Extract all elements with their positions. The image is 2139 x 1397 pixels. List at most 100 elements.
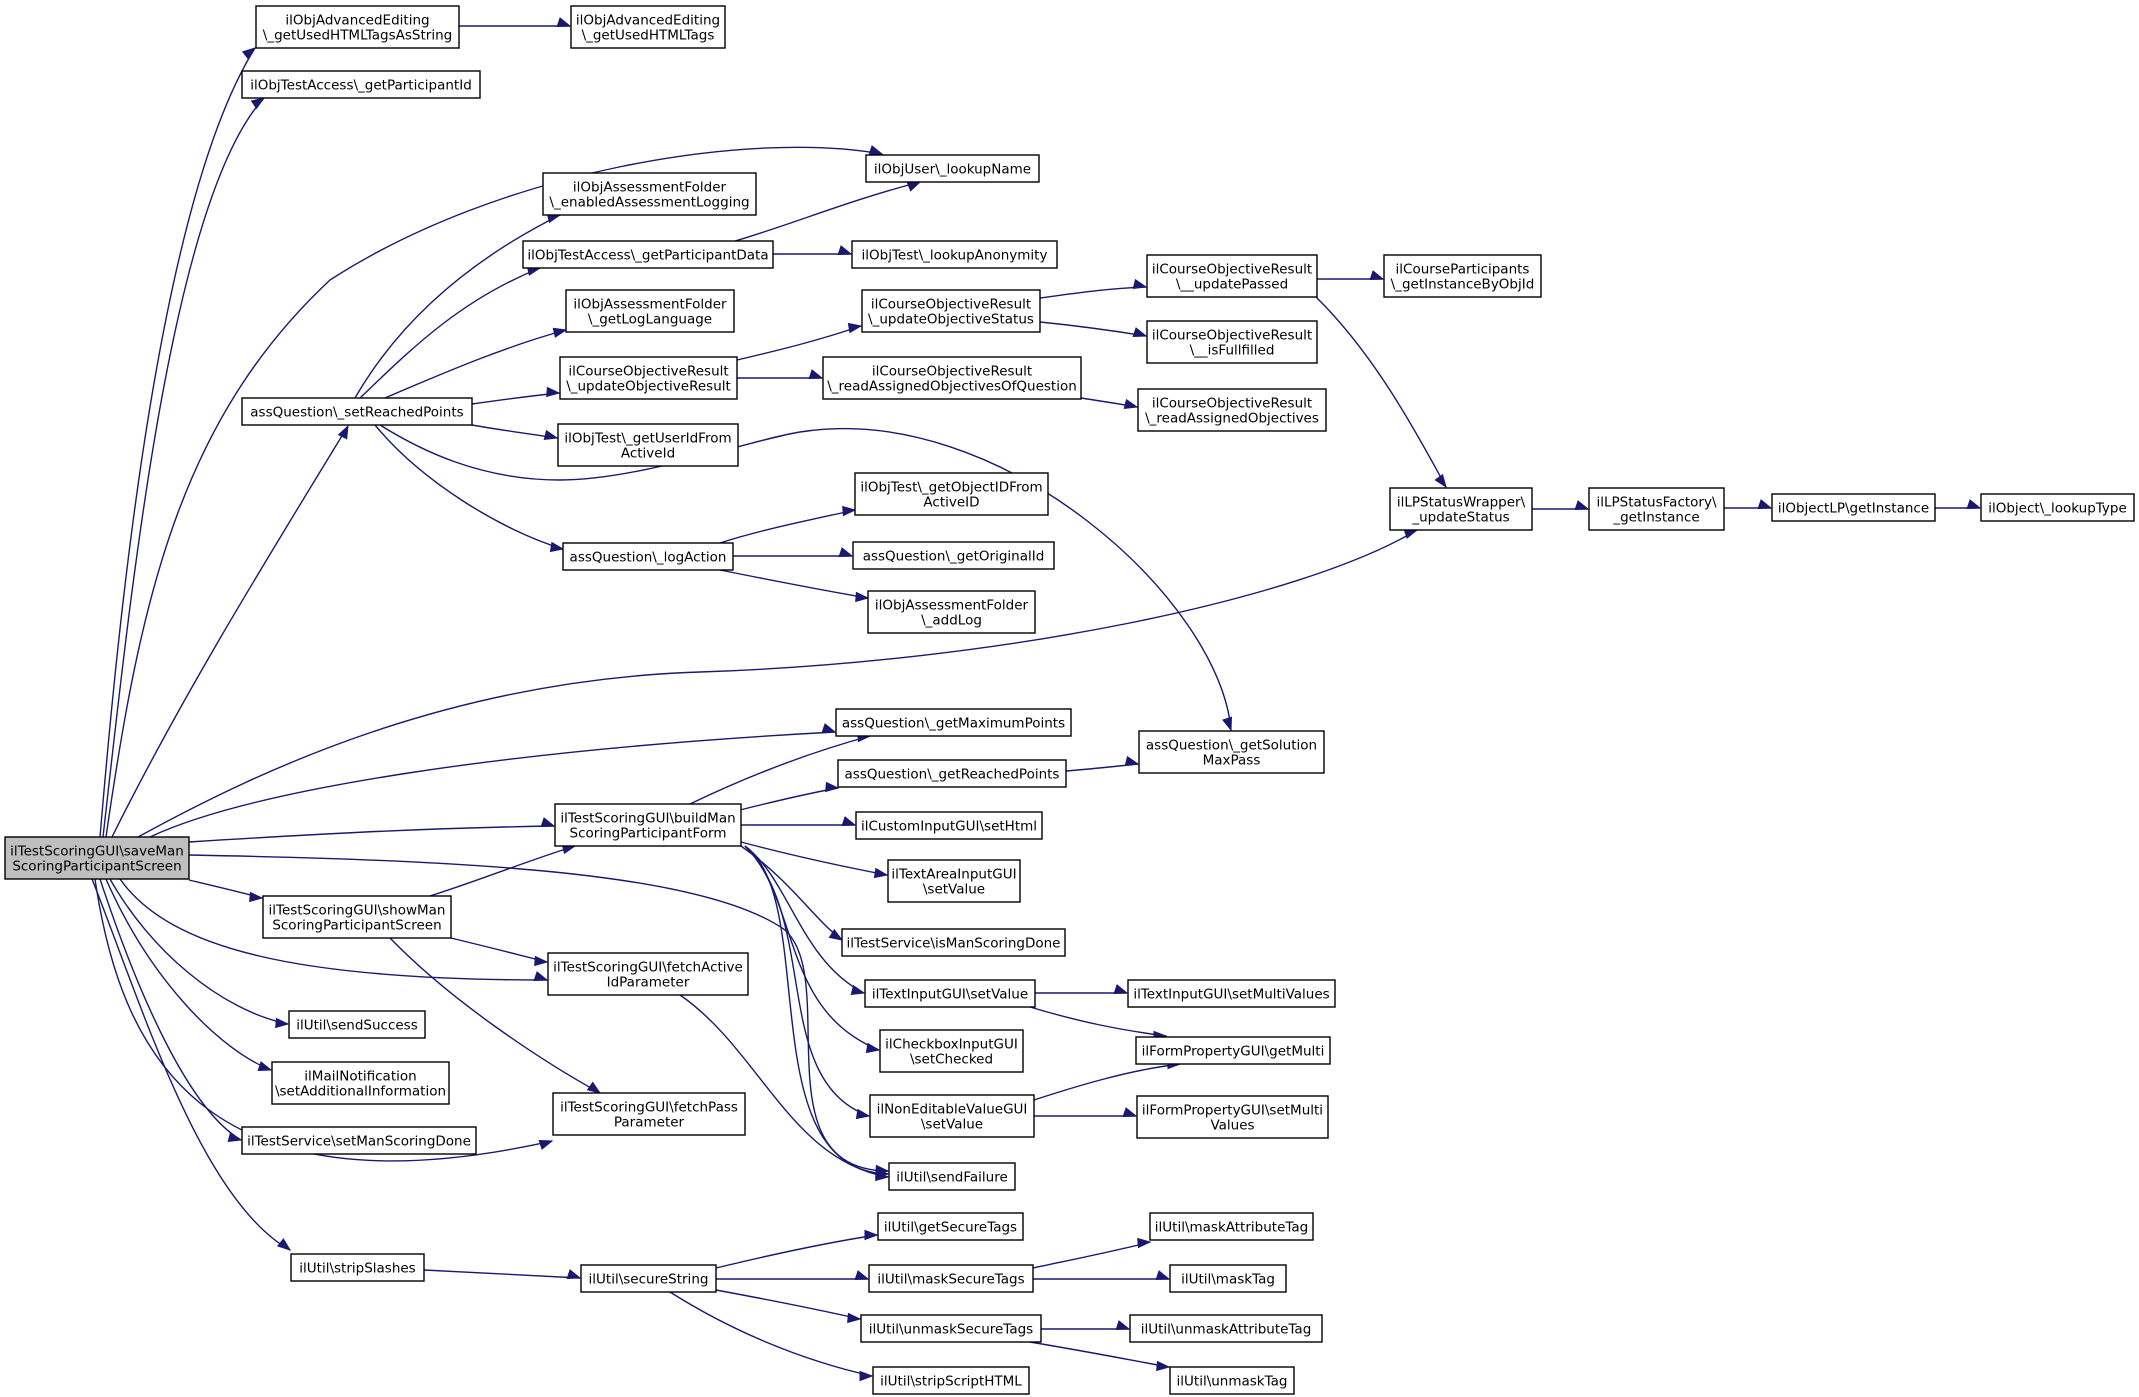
node-box xyxy=(852,541,1055,570)
node-lookup-anon[interactable]: ilObjTest\_lookupAnonymity xyxy=(851,240,1058,269)
node-lookup-name[interactable]: ilObjUser\_lookupName xyxy=(865,154,1040,183)
arrowhead xyxy=(337,424,349,440)
node-label: ilCourseObjectiveResult xyxy=(1152,396,1312,412)
node-label: ilTestScoringGUI\showMan xyxy=(268,903,445,919)
node-label: \setValue xyxy=(921,1117,983,1133)
edge-secure-string-to-secure-tags xyxy=(715,1229,879,1269)
node-label: \_getLogLanguage xyxy=(588,312,712,328)
edges xyxy=(91,17,1982,1382)
node-mask-attr[interactable]: ilUtil\maskAttributeTag xyxy=(1149,1212,1314,1241)
node-label: ilCourseObjectiveResult xyxy=(871,297,1031,313)
edge-cor-read-q-to-cor-read xyxy=(1080,397,1139,410)
node-is-done[interactable]: ilTestService\isManScoringDone xyxy=(841,928,1066,957)
node-noneditable[interactable]: ilNonEditableValueGUI\setValue xyxy=(869,1094,1035,1138)
arrowhead xyxy=(1757,499,1773,510)
node-show-screen[interactable]: ilTestScoringGUI\showManScoringParticipa… xyxy=(262,895,452,939)
node-label: ilCourseObjectiveResult xyxy=(1152,262,1312,278)
edge-part-data-to-lookup-anon xyxy=(773,245,853,256)
node-form-getmulti[interactable]: ilFormPropertyGUI\getMulti xyxy=(1135,1036,1331,1065)
arrowhead xyxy=(1369,270,1385,281)
node-log-action[interactable]: assQuestion\_logAction xyxy=(562,542,734,571)
node-label: \_updateObjectiveStatus xyxy=(868,312,1034,328)
node-label: \_readAssignedObjectives xyxy=(1145,411,1319,427)
edge-root-to-lp-wrapper xyxy=(137,528,1419,838)
node-unmask-secure[interactable]: ilUtil\unmaskSecureTags xyxy=(860,1314,1042,1343)
node-label: _updateStatus xyxy=(1411,510,1509,526)
node-box xyxy=(1146,254,1318,298)
node-max-points[interactable]: assQuestion\_getMaximumPoints xyxy=(835,708,1072,737)
nodes: ilTestScoringGUI\saveManScoringParticipa… xyxy=(4,5,2135,1395)
node-label: ilFormPropertyGUI\setMulti xyxy=(1142,1103,1323,1119)
node-build-form[interactable]: ilTestScoringGUI\buildManScoringParticip… xyxy=(554,803,742,847)
arrowhead xyxy=(556,17,572,28)
node-root[interactable]: ilTestScoringGUI\saveManScoringParticipa… xyxy=(4,836,190,880)
node-box xyxy=(854,472,1049,516)
node-form-setmulti[interactable]: ilFormPropertyGUI\setMultiValues xyxy=(1136,1095,1329,1139)
node-label: \_getUsedHTMLTags xyxy=(582,28,715,44)
node-send-success[interactable]: ilUtil\sendSuccess xyxy=(288,1010,426,1039)
node-assess-log[interactable]: ilObjAssessmentFolder\_enabledAssessment… xyxy=(542,172,757,216)
node-text-multi[interactable]: ilTextInputGUI\setMultiValues xyxy=(1127,979,1336,1008)
edge-root-to-set-reached xyxy=(111,424,349,838)
node-send-failure[interactable]: ilUtil\sendFailure xyxy=(888,1162,1016,1191)
edge-lp-wrapper-to-lp-factory xyxy=(1532,500,1590,511)
node-checkbox[interactable]: ilCheckboxInputGUI\setChecked xyxy=(879,1029,1024,1073)
node-secure-tags[interactable]: ilUtil\getSecureTags xyxy=(877,1212,1024,1241)
node-part-id[interactable]: ilObjTestAccess\_getParticipantId xyxy=(241,70,481,99)
node-adv[interactable]: ilObjAdvancedEditing\_getUsedHTMLTags xyxy=(570,5,726,49)
node-unmask-tag[interactable]: ilUtil\unmaskTag xyxy=(1169,1366,1295,1395)
node-label: \setAdditionalInformation xyxy=(275,1084,446,1100)
node-cor-upd-status[interactable]: ilCourseObjectiveResult\_updateObjective… xyxy=(861,289,1041,333)
node-label: ilUtil\stripScriptHTML xyxy=(880,1374,1022,1390)
node-box xyxy=(851,240,1058,269)
node-cor-read-q[interactable]: ilCourseObjectiveResult\_readAssignedObj… xyxy=(822,356,1082,400)
node-log-lang[interactable]: ilObjAssessmentFolder\_getLogLanguage xyxy=(565,289,735,333)
node-orig-id[interactable]: assQuestion\_getOriginalId xyxy=(852,541,1055,570)
node-strip-script[interactable]: ilUtil\stripScriptHTML xyxy=(872,1366,1030,1395)
node-cor-upd-passed[interactable]: ilCourseObjectiveResult\__updatePassed xyxy=(1146,254,1318,298)
node-lookup-type[interactable]: ilObject\_lookupType xyxy=(1980,493,2135,522)
edge-root-to-max-points xyxy=(149,723,837,838)
node-label: ilTestService\setManScoringDone xyxy=(247,1134,471,1150)
node-add-log[interactable]: ilObjAssessmentFolder\_addLog xyxy=(867,590,1036,634)
node-strip-slashes[interactable]: ilUtil\stripSlashes xyxy=(290,1253,425,1282)
node-label: MaxPass xyxy=(1203,753,1261,769)
edge-root-to-strip-slashes xyxy=(91,878,292,1251)
edge-secure-string-to-strip-script xyxy=(669,1291,874,1382)
node-box xyxy=(557,423,739,467)
node-box xyxy=(570,5,726,49)
node-mail[interactable]: ilMailNotification\setAdditionalInformat… xyxy=(271,1061,450,1105)
node-adv-str[interactable]: ilObjAdvancedEditing\_getUsedHTMLTagsAsS… xyxy=(255,5,460,49)
node-set-reached[interactable]: assQuestion\_setReachedPoints xyxy=(241,397,473,426)
node-reached-pts[interactable]: assQuestion\_getReachedPoints xyxy=(837,759,1067,788)
node-text-setval[interactable]: ilTextInputGUI\setValue xyxy=(864,979,1036,1008)
arrowhead xyxy=(241,47,257,60)
node-set-done[interactable]: ilTestService\setManScoringDone xyxy=(241,1126,477,1155)
arrowhead xyxy=(552,327,568,338)
node-mask-secure[interactable]: ilUtil\maskSecureTags xyxy=(868,1264,1034,1293)
node-textarea-val[interactable]: ilTextAreaInputGUI\setValue xyxy=(887,859,1021,903)
arrowhead xyxy=(1155,1270,1171,1281)
edge-log-action-to-add-log xyxy=(719,569,870,603)
node-cor-fulfilled[interactable]: ilCourseObjectiveResult\__isFullfilled xyxy=(1146,320,1318,364)
node-cor-read[interactable]: ilCourseObjectiveResult\_readAssignedObj… xyxy=(1137,388,1327,432)
node-lp-wrapper[interactable]: ilLPStatusWrapper\_updateStatus xyxy=(1389,487,1533,531)
node-part-data[interactable]: ilObjTestAccess\_getParticipantData xyxy=(522,240,774,269)
node-objlp[interactable]: ilObjectLP\getInstance xyxy=(1771,493,1936,522)
node-crs-participants[interactable]: ilCourseParticipants\_getInstanceByObjId xyxy=(1383,254,1542,298)
node-lp-factory[interactable]: ilLPStatusFactory\_getInstance xyxy=(1588,487,1725,531)
edge-set-reached-to-log-lang xyxy=(384,327,568,399)
node-custom-html[interactable]: ilCustomInputGUI\setHtml xyxy=(855,811,1043,840)
arrowhead xyxy=(543,429,559,441)
edge-cor-upd-result-to-cor-read-q xyxy=(737,369,824,380)
node-mask-tag[interactable]: ilUtil\maskTag xyxy=(1169,1264,1287,1293)
node-secure-string[interactable]: ilUtil\secureString xyxy=(580,1264,717,1293)
node-unmask-attr[interactable]: ilUtil\unmaskAttributeTag xyxy=(1129,1314,1323,1343)
node-cor-upd-result[interactable]: ilCourseObjectiveResult\_updateObjective… xyxy=(559,356,738,400)
